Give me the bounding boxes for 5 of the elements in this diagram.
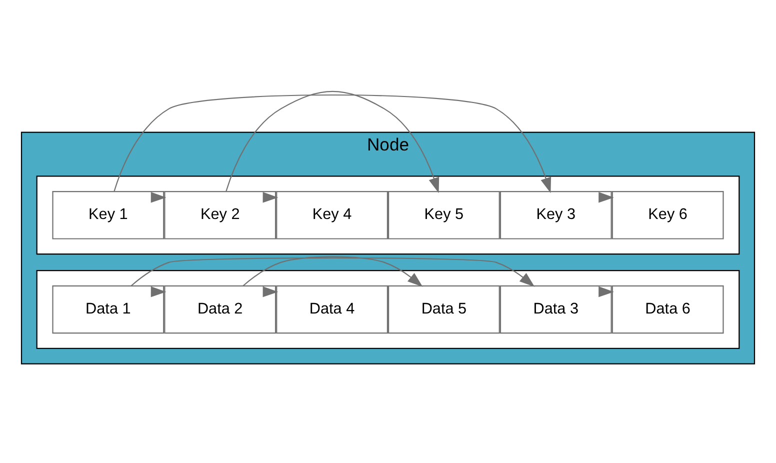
node-box: Data 5 bbox=[388, 284, 500, 334]
arrow bbox=[226, 90, 440, 193]
arrow bbox=[114, 94, 552, 193]
cluster bbox=[36, 270, 740, 349]
node-box: Key 5 bbox=[388, 190, 500, 239]
